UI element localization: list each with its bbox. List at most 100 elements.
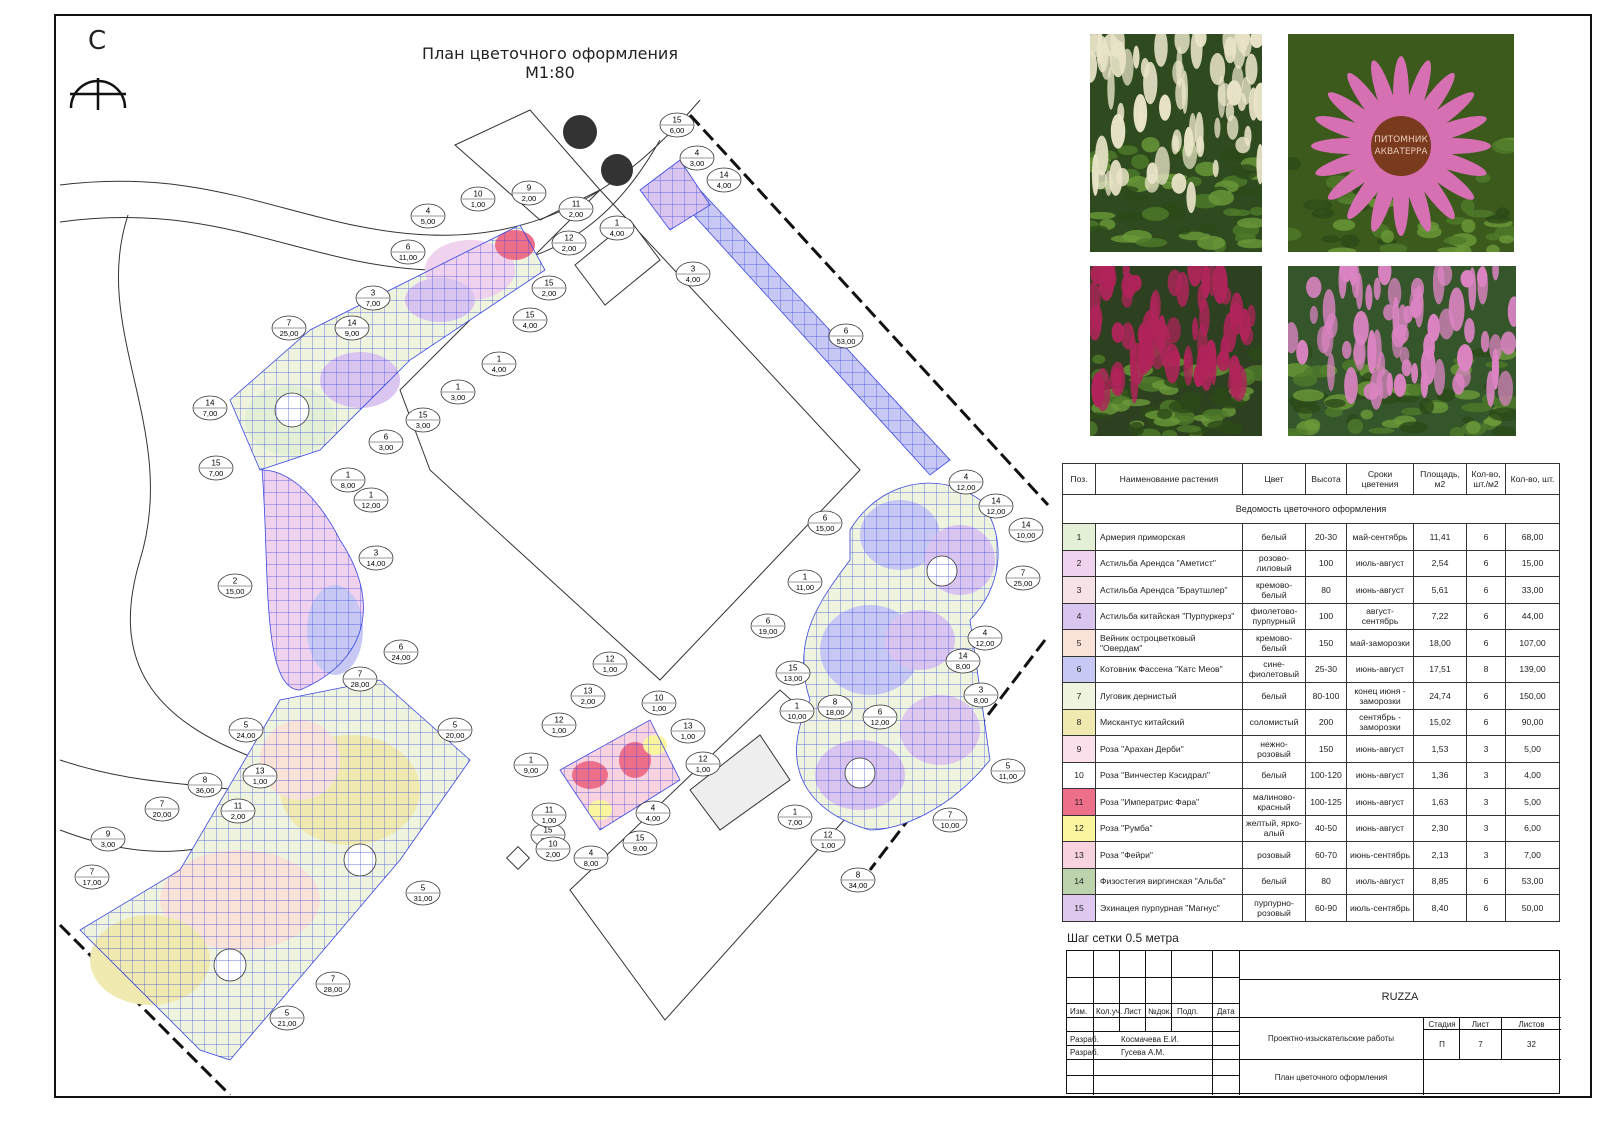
callout-bubble: 157,00 xyxy=(198,455,234,481)
stamp-stage: П xyxy=(1439,1040,1445,1049)
callout-area: 36,00 xyxy=(196,786,215,795)
header-cell: Высота xyxy=(1305,463,1347,495)
density-cell: 3 xyxy=(1466,814,1506,842)
color-cell: розово-лиловый xyxy=(1242,549,1306,577)
callout-bubble: 110,00 xyxy=(779,698,815,724)
callout-position: 14 xyxy=(959,652,968,661)
photo-astilbe-white xyxy=(1090,34,1262,252)
height-cell: 40-50 xyxy=(1305,814,1347,842)
callout-position: 1 xyxy=(529,756,534,765)
name-cell: Роза "Румба" xyxy=(1095,814,1243,842)
callout-bubble: 149,00 xyxy=(334,315,370,341)
color-cell: малиново-красный xyxy=(1242,788,1306,816)
density-cell: 6 xyxy=(1466,629,1506,657)
callout-area: 8,00 xyxy=(974,696,989,705)
callout-area: 17,00 xyxy=(83,878,102,887)
callout-position: 6 xyxy=(766,617,771,626)
height-cell: 200 xyxy=(1305,708,1347,736)
callout-position: 7 xyxy=(160,800,165,809)
callout-position: 7 xyxy=(948,811,953,820)
callout-position: 4 xyxy=(983,629,988,638)
callout-bubble: 112,00 xyxy=(558,196,594,222)
name-cell: Луговик дернистый xyxy=(1095,682,1243,710)
area-cell: 15,02 xyxy=(1413,708,1467,736)
pos-cell: 10 xyxy=(1062,761,1096,789)
callout-position: 14 xyxy=(1022,521,1031,530)
callout-position: 12 xyxy=(565,234,574,243)
stamp-col-label: Изм. xyxy=(1070,1007,1088,1016)
period-cell: май-сентябрь xyxy=(1346,523,1414,551)
area-cell: 8,40 xyxy=(1413,894,1467,922)
callout-position: 6 xyxy=(823,514,828,523)
density-cell: 6 xyxy=(1466,867,1506,895)
callout-area: 12,00 xyxy=(987,507,1006,516)
callout-position: 12 xyxy=(606,655,615,664)
callout-bubble: 43,00 xyxy=(679,145,715,171)
callout-area: 5,00 xyxy=(421,217,436,226)
title-block: Изм. Кол.уч. Лист №док. Подп. Дата Разра… xyxy=(1066,950,1561,1095)
callout-position: 8 xyxy=(203,776,208,785)
callout-bubble: 121,00 xyxy=(810,827,846,853)
stamp-stage-label: Стадия xyxy=(1428,1020,1456,1029)
callout-position: 1 xyxy=(793,808,798,817)
callout-bubble: 524,00 xyxy=(228,717,264,743)
name-cell: Астильба Арендса "Браутшлер" xyxy=(1095,576,1243,604)
callout-area: 25,00 xyxy=(1014,579,1033,588)
color-cell: белый xyxy=(1242,761,1306,789)
callout-bubble: 111,00 xyxy=(531,802,567,828)
height-cell: 25-30 xyxy=(1305,655,1347,683)
callout-area: 2,00 xyxy=(542,289,557,298)
area-cell: 1,63 xyxy=(1413,788,1467,816)
watermark-line1: ПИТОМНИК xyxy=(1374,135,1428,145)
pos-cell: 8 xyxy=(1062,708,1096,736)
callout-area: 4,00 xyxy=(686,275,701,284)
pos-cell: 12 xyxy=(1062,814,1096,842)
pos-cell: 6 xyxy=(1062,655,1096,683)
callout-bubble: 37,00 xyxy=(355,285,391,311)
quantity-cell: 7,00 xyxy=(1505,841,1560,869)
callout-bubble: 14,00 xyxy=(481,351,517,377)
callout-bubble: 18,00 xyxy=(330,467,366,493)
callout-bubble: 818,00 xyxy=(817,694,853,720)
pos-cell: 4 xyxy=(1062,602,1096,630)
height-cell: 100 xyxy=(1305,549,1347,577)
callout-area: 12,00 xyxy=(871,718,890,727)
color-cell: пурпурно-розовый xyxy=(1242,894,1306,922)
callout-position: 14 xyxy=(348,319,357,328)
callout-position: 15 xyxy=(636,834,645,843)
callout-bubble: 152,00 xyxy=(531,275,567,301)
callout-position: 4 xyxy=(695,149,700,158)
callout-position: 13 xyxy=(684,722,693,731)
height-cell: 100 xyxy=(1305,602,1347,630)
callout-area: 1,00 xyxy=(603,665,618,674)
callout-area: 7,00 xyxy=(203,409,218,418)
callout-area: 25,00 xyxy=(280,329,299,338)
callout-area: 3,00 xyxy=(379,443,394,452)
callout-position: 1 xyxy=(497,355,502,364)
callout-bubble: 720,00 xyxy=(144,796,180,822)
astilbe-pink-photo-image xyxy=(1288,266,1516,436)
callout-area: 24,00 xyxy=(237,731,256,740)
callout-position: 3 xyxy=(691,265,696,274)
callout-position: 7 xyxy=(358,670,363,679)
callout-bubble: 717,00 xyxy=(74,864,110,890)
period-cell: июнь-август xyxy=(1346,576,1414,604)
callout-position: 15 xyxy=(673,116,682,125)
callout-area: 7,00 xyxy=(788,818,803,827)
callout-bubble: 132,00 xyxy=(570,683,606,709)
callout-bubble: 147,00 xyxy=(192,395,228,421)
callout-bubble: 725,00 xyxy=(1005,565,1041,591)
pos-cell: 15 xyxy=(1062,894,1096,922)
callout-position: 15 xyxy=(545,279,554,288)
callout-bubble: 112,00 xyxy=(353,487,389,513)
height-cell: 80-100 xyxy=(1305,682,1347,710)
callout-area: 7,00 xyxy=(209,469,224,478)
color-cell: белый xyxy=(1242,682,1306,710)
plan-title: План цветочного оформления М1:80 xyxy=(400,44,700,82)
name-cell: Роза "Фейри" xyxy=(1095,841,1243,869)
callout-bubble: 63,00 xyxy=(368,429,404,455)
